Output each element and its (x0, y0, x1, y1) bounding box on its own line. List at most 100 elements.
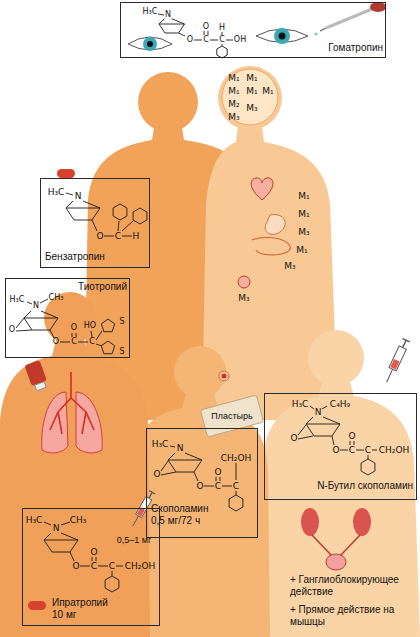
stomach (265, 215, 285, 235)
bond-line (92, 208, 100, 220)
bond-line (92, 557, 93, 561)
label-slot: CH₃ (70, 516, 87, 525)
atom-label: H₃C (143, 8, 158, 16)
bond-line (210, 40, 218, 41)
label-slot: O (196, 482, 203, 491)
bond-line (322, 406, 327, 409)
bond-line (298, 436, 313, 439)
intestine (252, 238, 290, 255)
pill (57, 169, 75, 178)
lung (42, 392, 68, 453)
atom-label: CH₃ (49, 294, 64, 302)
pupil (279, 33, 286, 40)
bond-line (27, 302, 32, 304)
bond-line (98, 566, 108, 567)
atom-label: N (75, 192, 82, 201)
atom-label: C (71, 338, 77, 346)
label-slot: C (203, 36, 209, 44)
bond-line (372, 450, 377, 451)
bond-line (226, 40, 233, 41)
atom-label: O (53, 338, 59, 346)
bronchi (50, 372, 94, 434)
receptor-label: M₁ (246, 74, 257, 83)
drug-box: Тиотропий (5, 278, 130, 358)
bond-line (96, 557, 97, 561)
bronchus (58, 398, 71, 412)
atom-label: HO (84, 322, 96, 330)
atom-label: C (233, 482, 239, 491)
bond-line (78, 342, 88, 343)
drug-name: N-Бутил скополамин (303, 480, 413, 492)
label-slot: O (72, 562, 79, 571)
syringe-needle (133, 516, 139, 526)
atom-label: CH₂OH (125, 562, 156, 571)
atom-label: N (53, 524, 60, 533)
bond-line (116, 566, 123, 567)
atom-label: N (165, 11, 171, 19)
bond-line (24, 318, 58, 319)
bond-line (236, 463, 237, 480)
kidney (353, 508, 371, 536)
atom-label: H₃C (48, 188, 65, 197)
bond-line (112, 571, 113, 576)
atom-label: Пластырь (211, 412, 253, 421)
bond-line (172, 19, 185, 24)
bond-line (236, 491, 237, 495)
bond-line (314, 436, 332, 437)
aromatic-ring (101, 319, 114, 332)
label-slot: H₃C (48, 188, 65, 197)
pupil (147, 41, 153, 47)
atom-label: O (187, 36, 193, 44)
drug-box: Гоматропин (120, 2, 386, 58)
bond-line (168, 453, 175, 460)
atom-label: O (203, 23, 209, 31)
atom-label: H₃C (26, 516, 43, 525)
body-silhouette (130, 394, 270, 637)
atom-label: OH (234, 36, 246, 44)
bond-line (368, 455, 369, 459)
label-slot: O (53, 338, 59, 346)
label-slot: CH₃ (49, 294, 64, 302)
atom-label: C (349, 446, 355, 455)
label-slot: H (219, 24, 225, 32)
atom-label: C (219, 36, 225, 44)
bond-line (16, 318, 24, 328)
body-silhouette (258, 382, 420, 637)
bond-line (44, 533, 51, 540)
bond-line (24, 311, 31, 318)
atom-label: O (290, 434, 297, 443)
atom-label: O (332, 446, 339, 455)
bond-line (16, 330, 32, 331)
label-slot: M₁ (262, 87, 273, 96)
label-slot: O (71, 324, 77, 332)
bond-line (96, 331, 102, 340)
eye (256, 28, 308, 44)
label-slot: C (91, 562, 97, 571)
bond-line (356, 450, 364, 451)
bond-line (306, 424, 340, 425)
bond-line (76, 333, 77, 337)
inhaler (24, 360, 49, 392)
label-slot: 0,5–1 мг (117, 536, 152, 545)
drop (315, 33, 318, 36)
label-slot: M₁ (228, 74, 239, 83)
bond-line (350, 441, 351, 445)
bronchus (71, 398, 86, 412)
label-slot: O (348, 432, 355, 441)
bond-line (83, 201, 100, 208)
label-slot: O (332, 446, 339, 455)
patch-body (200, 395, 263, 437)
bond-line (104, 236, 114, 237)
label-slot: C (215, 482, 221, 491)
atom-label: N (33, 302, 39, 310)
ureter (312, 535, 332, 556)
syringe-plunger (403, 340, 406, 347)
atom-label: CH₃ (70, 516, 87, 525)
bond-line (185, 453, 202, 460)
label-slot: O (90, 548, 97, 557)
ear-dot (222, 374, 227, 379)
bond-line (176, 472, 194, 473)
drug-name: Бензатропин (45, 251, 125, 263)
atom-label: O (96, 232, 103, 241)
